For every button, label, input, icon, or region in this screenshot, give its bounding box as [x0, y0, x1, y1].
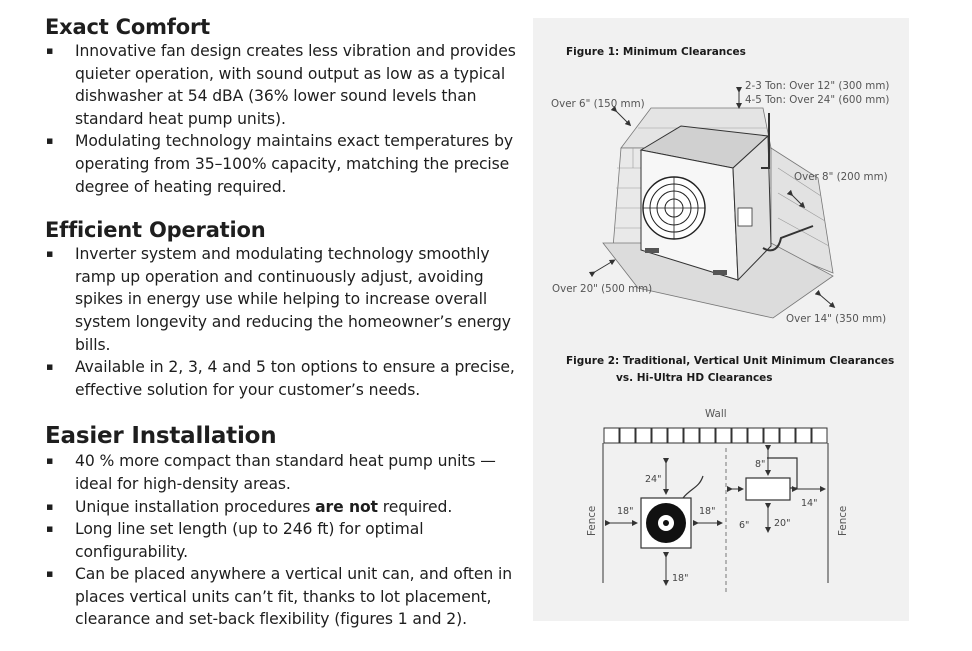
- bullet-icon: ▪: [46, 499, 54, 513]
- list-item: ▪Modulating technology maintains exact t…: [46, 132, 513, 196]
- bullet-icon: ▪: [46, 360, 54, 374]
- section-exact-comfort: Exact Comfort ▪Innovative fan design cre…: [45, 14, 530, 198]
- figure2-vertical-left: 18": [617, 506, 633, 517]
- figure1-top-clearance: 2-3 Ton: Over 12" (300 mm): [745, 80, 889, 92]
- section-heading: Exact Comfort: [45, 15, 210, 39]
- figure2-title-line2: vs. Hi-Ultra HD Clearances: [616, 372, 773, 384]
- figure1-illustration: [588, 87, 836, 319]
- figure2-hd-bottom: 20": [774, 518, 790, 529]
- figure2-fence-left: Fence: [586, 506, 598, 536]
- figure2-fence-right: Fence: [837, 506, 849, 536]
- feature-list: Exact Comfort ▪Innovative fan design cre…: [45, 14, 530, 631]
- bullet-icon: ▪: [46, 247, 54, 261]
- figure2-vertical-bottom: 18": [672, 573, 688, 584]
- bullet-list: ▪Inverter system and modulating technolo…: [45, 243, 530, 401]
- figure2-plan-view: [602, 427, 829, 593]
- bullet-icon: ▪: [46, 522, 54, 536]
- bullet-icon: ▪: [46, 567, 54, 581]
- bullet-list: ▪40 % more compact than standard heat pu…: [45, 450, 530, 631]
- list-item: ▪Inverter system and modulating technolo…: [46, 245, 511, 354]
- section-heading: Easier Installation: [45, 423, 277, 450]
- figure2-title-line1: Figure 2: Traditional, Vertical Unit Min…: [566, 355, 894, 367]
- list-item: ▪40 % more compact than standard heat pu…: [46, 452, 496, 493]
- bullet-icon: ▪: [46, 134, 54, 148]
- list-item: ▪Innovative fan design creates less vibr…: [46, 42, 516, 128]
- section-efficient-operation: Efficient Operation ▪Inverter system and…: [45, 217, 530, 401]
- list-item: ▪Unique installation procedures are not …: [45, 496, 530, 519]
- figure1-title: Figure 1: Minimum Clearances: [566, 46, 746, 58]
- figure1-right-clearance: Over 8" (200 mm): [794, 171, 888, 183]
- figure2-vertical-right: 18": [699, 506, 715, 517]
- section-easier-installation: Easier Installation ▪40 % more compact t…: [45, 422, 530, 631]
- bullet-icon: ▪: [46, 454, 54, 468]
- figure2-hd-right: 14": [801, 498, 817, 509]
- figure2-vertical-top: 24": [645, 474, 661, 485]
- clearance-figures-svg: Figure 1: Minimum Clearances: [551, 46, 894, 593]
- figure1-left-clearance: Over 6" (150 mm): [551, 98, 645, 110]
- list-item: ▪Can be placed anywhere a vertical unit …: [46, 565, 512, 629]
- bullet-list: ▪Innovative fan design creates less vibr…: [45, 40, 530, 198]
- figure1-top-clearance-large: 4-5 Ton: Over 24" (600 mm): [745, 94, 889, 106]
- figure2-hd-left: 6": [739, 520, 749, 531]
- figure1-front-clearance: Over 20" (500 mm): [552, 283, 652, 295]
- figure1-front-right-clearance: Over 14" (350 mm): [786, 313, 886, 325]
- clearance-figures-panel: Figure 1: Minimum Clearances: [533, 18, 909, 621]
- figure2-wall-label: Wall: [705, 408, 727, 420]
- bullet-icon: ▪: [46, 44, 54, 57]
- list-item: ▪Available in 2, 3, 4 and 5 ton options …: [46, 358, 515, 399]
- list-item: ▪Long line set length (up to 246 ft) for…: [46, 520, 424, 561]
- section-heading: Efficient Operation: [45, 218, 266, 243]
- figure2-hd-top: 8": [755, 459, 765, 470]
